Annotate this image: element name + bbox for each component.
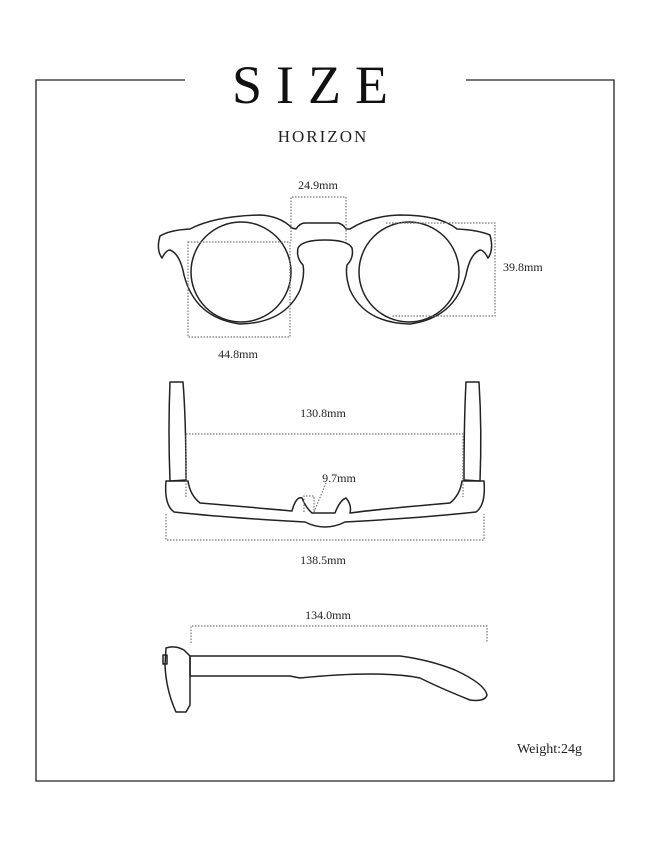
top-view-drawing	[164, 381, 486, 541]
side-view-drawing	[162, 625, 488, 713]
lens-height-label: 39.8mm	[503, 260, 543, 274]
weight-label: Weight:24g	[517, 742, 582, 757]
inner-width-label: 130.8mm	[300, 406, 346, 420]
front-view-drawing	[157, 196, 496, 338]
total-width-label: 138.5mm	[300, 553, 346, 567]
lens-width-label: 44.8mm	[218, 347, 258, 361]
bridge-width-label: 24.9mm	[298, 178, 338, 192]
page-title: SIZE	[232, 55, 402, 115]
nose-pad-gap-label: 9.7mm	[322, 471, 356, 485]
temple-length-label: 134.0mm	[305, 608, 351, 622]
border-frame	[35, 79, 615, 782]
model-name: HORIZON	[278, 127, 369, 146]
